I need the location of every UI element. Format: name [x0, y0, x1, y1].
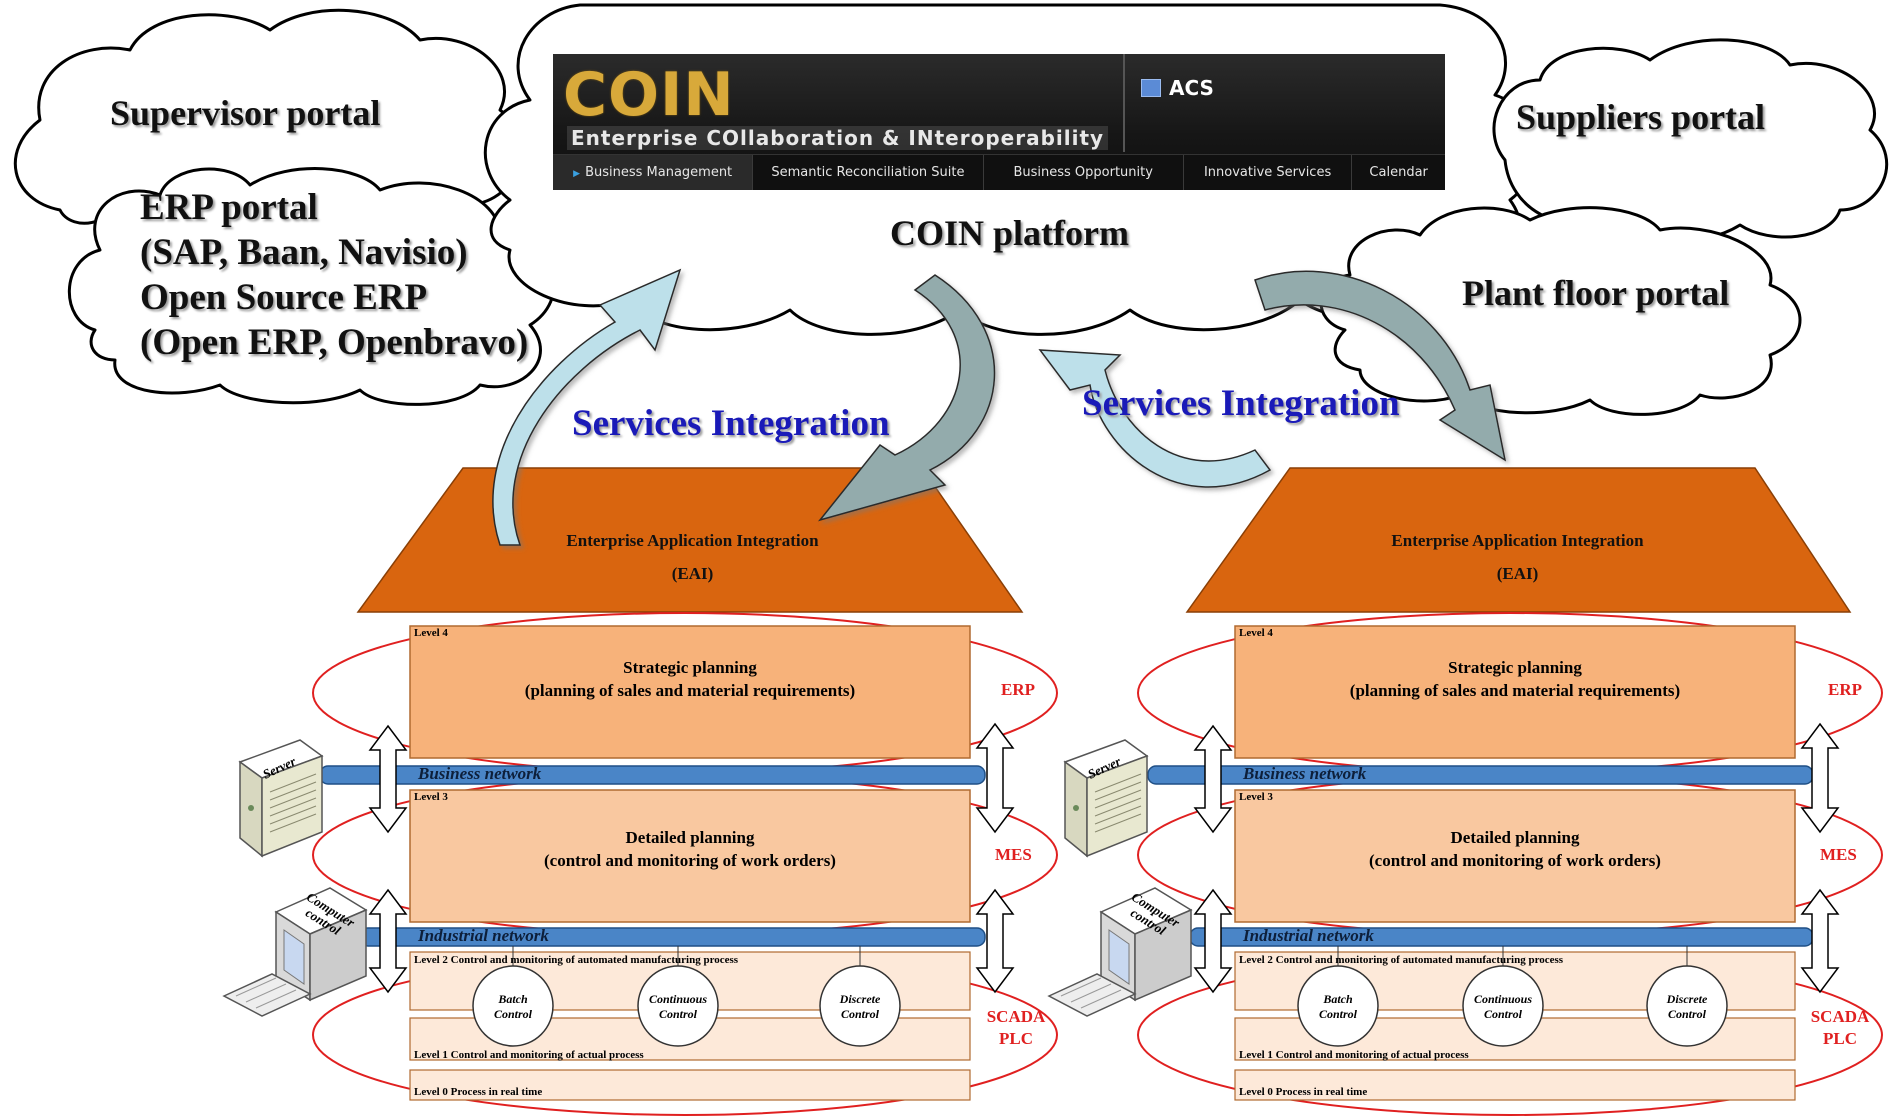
- erp-portal-label: ERP portal (SAP, Baan, Navisio) Open Sou…: [140, 187, 529, 363]
- level3-tag-left: Level 3: [414, 791, 448, 803]
- plant-floor-portal-label: Plant floor portal: [1462, 273, 1730, 313]
- level1-label-right: Level 1 Control and monitoring of actual…: [1239, 1049, 1469, 1061]
- acs-icon: [1141, 79, 1161, 97]
- eai-roof-right: [1185, 467, 1852, 613]
- business-network-label-left: Business network: [418, 764, 542, 783]
- level4-tag-right: Level 4: [1239, 627, 1273, 639]
- coin-platform-screenshot: COIN Enterprise COllaboration & INterope…: [553, 54, 1445, 190]
- server-icon-right: [1063, 739, 1149, 858]
- level4-box-left: [409, 625, 971, 759]
- level3-box-right: [1234, 789, 1796, 923]
- industrial-network-label-left: Industrial network: [418, 926, 549, 945]
- nav-business-management[interactable]: ▶Business Management: [553, 155, 754, 190]
- mes-tag-left: MES: [995, 845, 1032, 864]
- arrow-left-down: [817, 274, 996, 522]
- coin-subtitle: Enterprise COllaboration & INteroperabil…: [567, 126, 1109, 150]
- level2-label-right: Level 2 Control and monitoring of automa…: [1239, 954, 1564, 966]
- batch-control-circle-right: [1297, 965, 1379, 1047]
- nav-arrow-icon: ▶: [573, 169, 581, 179]
- level4-tag-left: Level 4: [414, 627, 448, 639]
- acs-label[interactable]: ACS: [1141, 76, 1214, 100]
- continuous-control-circle-right: [1462, 965, 1544, 1047]
- nav-business-opportunity[interactable]: Business Opportunity: [984, 155, 1184, 190]
- level0-label-left: Level 0 Process in real time: [414, 1086, 543, 1098]
- level3-text-right: Detailed planning (control and monitorin…: [1369, 828, 1661, 870]
- double-arrows-right: [1193, 722, 1840, 994]
- nav-innovative-services[interactable]: Innovative Services: [1184, 155, 1353, 190]
- level4-box-right: [1234, 625, 1796, 759]
- double-arrows-left: [368, 722, 1015, 994]
- nav-calendar[interactable]: Calendar: [1369, 165, 1428, 180]
- industrial-network-label-right: Industrial network: [1243, 926, 1374, 945]
- level3-box-left: [409, 789, 971, 923]
- services-integration-left: Services Integration: [572, 403, 890, 444]
- level3-text-left: Detailed planning (control and monitorin…: [544, 828, 836, 870]
- server-icon-left: [238, 739, 324, 858]
- coin-logo: COIN: [563, 60, 735, 130]
- left-stack: [222, 467, 1058, 1116]
- erp-tag-right: ERP: [1828, 680, 1862, 699]
- arrow-left-up: [492, 268, 682, 546]
- level4-text-right: Strategic planning (planning of sales an…: [1349, 658, 1681, 700]
- level0-box-right: [1234, 1069, 1796, 1101]
- mes-tag-right: MES: [1820, 845, 1857, 864]
- batch-control-circle-left: [472, 965, 554, 1047]
- level3-tag-right: Level 3: [1239, 791, 1273, 803]
- services-integration-right: Services Integration: [1082, 383, 1400, 424]
- level0-box-left: [409, 1069, 971, 1101]
- acs-text: ACS: [1169, 76, 1214, 100]
- coin-nav-bar: ▶Business Management Semantic Reconcilia…: [553, 154, 1445, 190]
- suppliers-portal-label: Suppliers portal: [1516, 97, 1766, 137]
- computer-icon-right: [1047, 887, 1193, 1017]
- right-stack: [1047, 467, 1883, 1116]
- computer-icon-left: [222, 887, 368, 1017]
- coin-platform-label: COIN platform: [890, 213, 1129, 253]
- nav-semantic-reconciliation-suite[interactable]: Semantic Reconciliation Suite: [753, 155, 984, 190]
- business-network-label-right: Business network: [1243, 764, 1367, 783]
- integration-arrows: [492, 268, 1507, 546]
- eai-label-left: Enterprise Application Integration (EAI): [566, 531, 819, 583]
- discrete-control-circle-left: [819, 965, 901, 1047]
- level4-text-left: Strategic planning (planning of sales an…: [524, 658, 856, 700]
- arrow-right-up: [1038, 349, 1272, 488]
- supervisor-portal-label: Supervisor portal: [110, 93, 381, 133]
- level1-label-left: Level 1 Control and monitoring of actual…: [414, 1049, 644, 1061]
- level2-label-left: Level 2 Control and monitoring of automa…: [414, 954, 739, 966]
- arrow-right-down: [1254, 270, 1507, 462]
- erp-tag-left: ERP: [1001, 680, 1035, 699]
- eai-label-right: Enterprise Application Integration (EAI): [1391, 531, 1644, 583]
- discrete-control-circle-right: [1646, 965, 1728, 1047]
- continuous-control-circle-left: [637, 965, 719, 1047]
- coin-header-divider: [1123, 54, 1125, 152]
- level0-label-right: Level 0 Process in real time: [1239, 1086, 1368, 1098]
